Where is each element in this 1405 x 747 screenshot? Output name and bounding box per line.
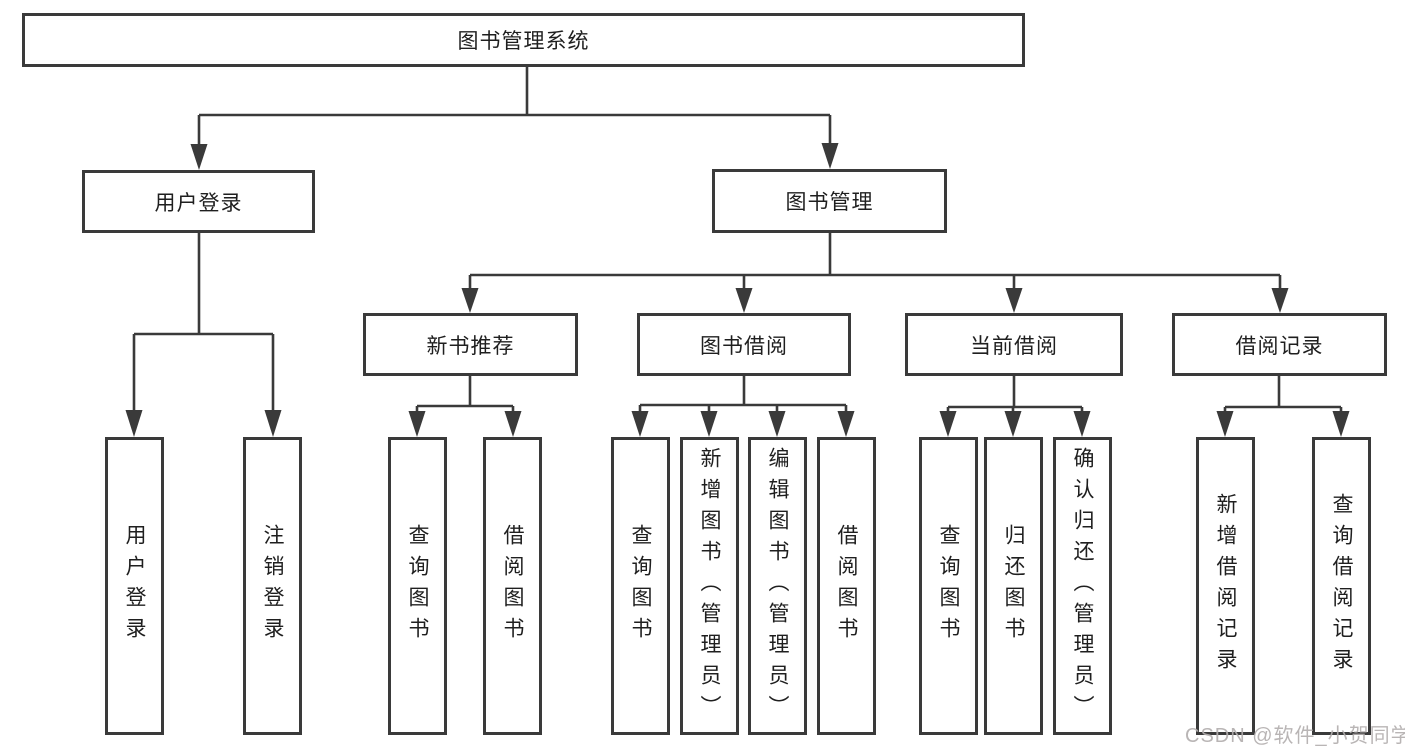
leaf-borrowing-add-book-admin: 新增图书（管理员） [680, 437, 739, 735]
leaf-records-query-record: 查询借阅记录 [1312, 437, 1371, 735]
node-label: 用户登录 [154, 191, 243, 215]
node-label: 借阅图书 [501, 524, 524, 648]
node-current-borrowing: 当前借阅 [905, 313, 1123, 376]
node-label: 借阅图书 [835, 524, 858, 648]
arrowheads [125, 143, 1350, 437]
arrow-to-userlogin [190, 144, 208, 170]
node-label: 查询借阅记录 [1330, 493, 1353, 679]
node-book-borrowing: 图书借阅 [637, 313, 851, 376]
leaf-current-confirm-return-admin: 确认归还（管理员） [1053, 437, 1112, 735]
node-borrowing-records: 借阅记录 [1172, 313, 1387, 376]
node-root-library-system: 图书管理系统 [22, 13, 1025, 67]
node-label: 查询图书 [937, 524, 960, 648]
node-label: 借阅记录 [1235, 334, 1324, 358]
node-label: 用户登录 [123, 524, 146, 648]
node-label: 当前借阅 [970, 334, 1058, 358]
arrow-to-bookborrow [735, 288, 753, 313]
node-label: 图书借阅 [700, 334, 788, 358]
node-label: 新增图书（管理员） [698, 446, 721, 726]
leaf-user-login: 用户登录 [105, 437, 164, 735]
node-label: 查询图书 [406, 524, 429, 648]
leaf-current-return-book: 归还图书 [984, 437, 1043, 735]
leaf-recommend-borrow-book: 借阅图书 [483, 437, 542, 735]
arrow-to-curborrow [1005, 288, 1023, 313]
leaf-recommend-query-book: 查询图书 [388, 437, 447, 735]
arrow-to-records [1271, 288, 1289, 313]
node-label: 图书管理 [785, 191, 874, 214]
node-book-management: 图书管理 [712, 169, 947, 233]
node-label: 注销登录 [261, 524, 284, 648]
leaf-borrowing-borrow-book: 借阅图书 [817, 437, 876, 735]
leaf-borrowing-edit-book-admin: 编辑图书（管理员） [748, 437, 807, 735]
node-label: 新书推荐 [426, 334, 515, 358]
leaf-records-add-record: 新增借阅记录 [1196, 437, 1255, 735]
node-user-login: 用户登录 [82, 170, 315, 233]
node-label: 归还图书 [1002, 524, 1025, 648]
csdn-watermark: CSDN @软件_小贺同学 [1185, 725, 1405, 747]
leaf-logout: 注销登录 [243, 437, 302, 735]
node-label: 查询图书 [629, 524, 652, 648]
node-label: 确认归还（管理员） [1071, 446, 1094, 726]
node-label: 编辑图书（管理员） [766, 446, 789, 726]
node-label: 图书管理系统 [457, 30, 590, 53]
arrow-to-bookmgmt [821, 143, 839, 169]
leaf-current-query-book: 查询图书 [919, 437, 978, 735]
node-label: 新增借阅记录 [1214, 493, 1237, 679]
arrow-to-newbook [461, 288, 479, 313]
leaf-borrowing-query-book: 查询图书 [611, 437, 670, 735]
node-new-book-recommend: 新书推荐 [363, 313, 578, 376]
